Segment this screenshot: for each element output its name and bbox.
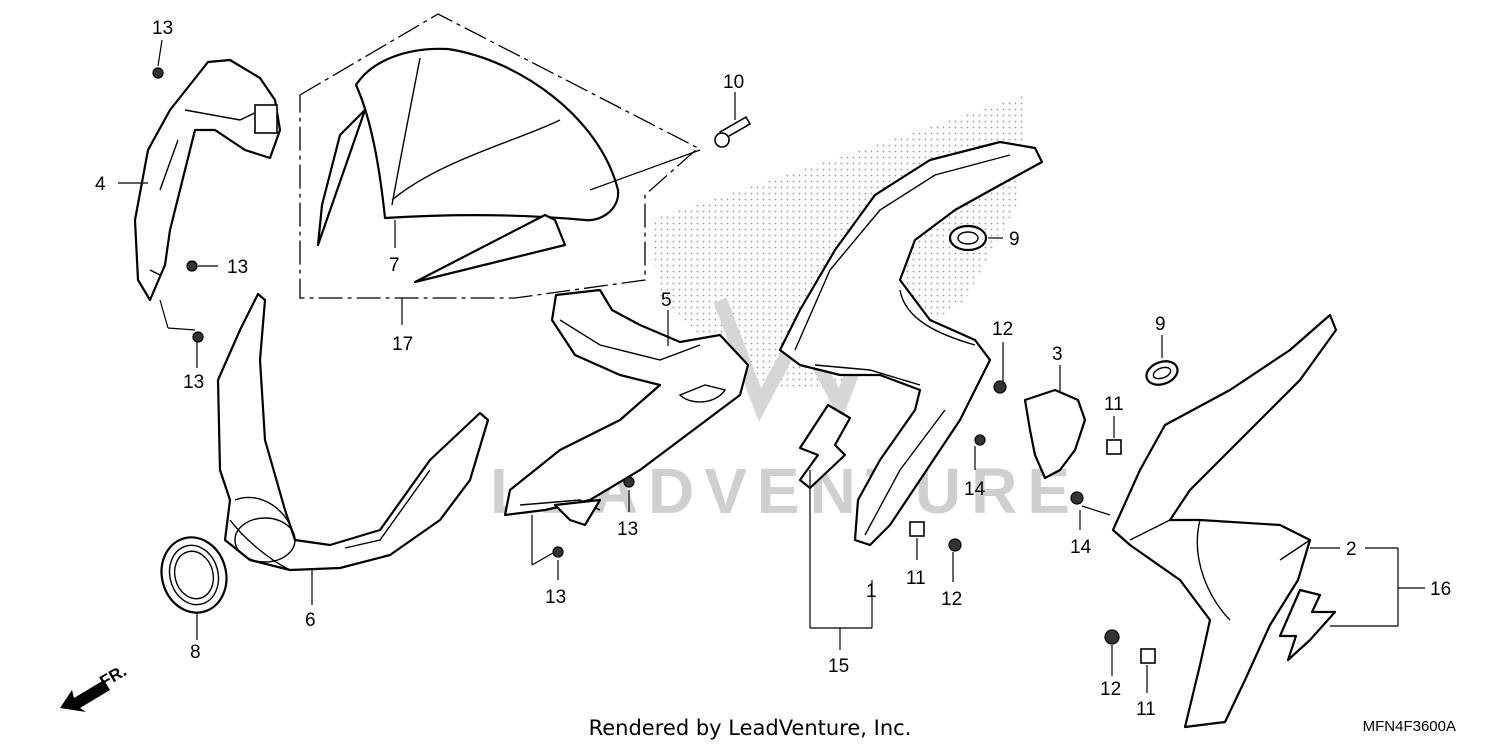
part-1-side-cowl	[778, 140, 1044, 547]
windscreen-sticker-left	[316, 108, 367, 247]
callout-3: 3	[1052, 344, 1063, 365]
callout-14-mid: 14	[964, 479, 986, 500]
part-6-lower-cowl	[216, 292, 490, 572]
kit-17-outline	[299, 13, 700, 299]
callout-9-upper: 9	[1009, 229, 1020, 250]
callout-12-upper: 12	[992, 319, 1013, 340]
callout-12-mid: 12	[941, 589, 962, 610]
part-2-decal	[1278, 588, 1337, 662]
part-9-grommet-upper	[948, 224, 988, 252]
windscreen-sticker-lower	[413, 213, 567, 284]
callout-15: 15	[828, 656, 849, 677]
front-direction-arrow: FR.	[60, 661, 130, 712]
callout-14-right: 14	[1070, 537, 1092, 558]
part-6-headlight-opening	[234, 517, 296, 563]
callout-5: 5	[661, 290, 672, 311]
callout-13-mid: 13	[227, 257, 248, 278]
part-4-clip	[254, 104, 278, 134]
callout-10: 10	[723, 72, 744, 93]
callout-11-mid: 11	[906, 568, 926, 589]
part-10-screw	[714, 115, 752, 148]
callout-12-lower: 12	[1100, 679, 1121, 700]
callout-6: 6	[305, 610, 316, 631]
part-7-windscreen	[354, 47, 620, 222]
part-5-inner-frame	[503, 288, 750, 517]
callout-1: 1	[866, 581, 877, 602]
callout-2: 2	[1346, 539, 1357, 560]
callout-8: 8	[190, 642, 201, 663]
part-1-inner-line	[794, 154, 1011, 536]
part-3-bracket	[1023, 388, 1087, 480]
callout-13-center: 13	[617, 519, 638, 540]
leader-lines	[118, 39, 1425, 693]
callout-11-lower: 11	[1136, 699, 1156, 720]
rendered-by-footer: Rendered by LeadVenture, Inc.	[588, 716, 912, 740]
callout-13-center-lower: 13	[545, 587, 566, 608]
part-5-bracket	[553, 498, 602, 527]
callout-7: 7	[389, 255, 400, 276]
part-2-detail	[1129, 519, 1311, 621]
part-2-side-panel	[1111, 313, 1338, 729]
callout-4: 4	[95, 174, 106, 195]
part-4-inner-panel	[133, 58, 282, 302]
callout-16: 16	[1430, 579, 1451, 600]
callout-11-right: 11	[1104, 394, 1124, 415]
callout-9-right: 9	[1155, 314, 1166, 335]
diagram-code: MFN4F3600A	[1362, 718, 1456, 735]
part-9-grommet-lower	[1145, 360, 1179, 386]
part-7-windscreen-detail	[391, 57, 561, 206]
part-8-trim-ring	[160, 536, 228, 614]
hardware-screws	[152, 67, 1156, 664]
callout-13-top: 13	[152, 18, 173, 39]
callout-17: 17	[392, 334, 413, 355]
callout-13-left-lower: 13	[183, 372, 204, 393]
